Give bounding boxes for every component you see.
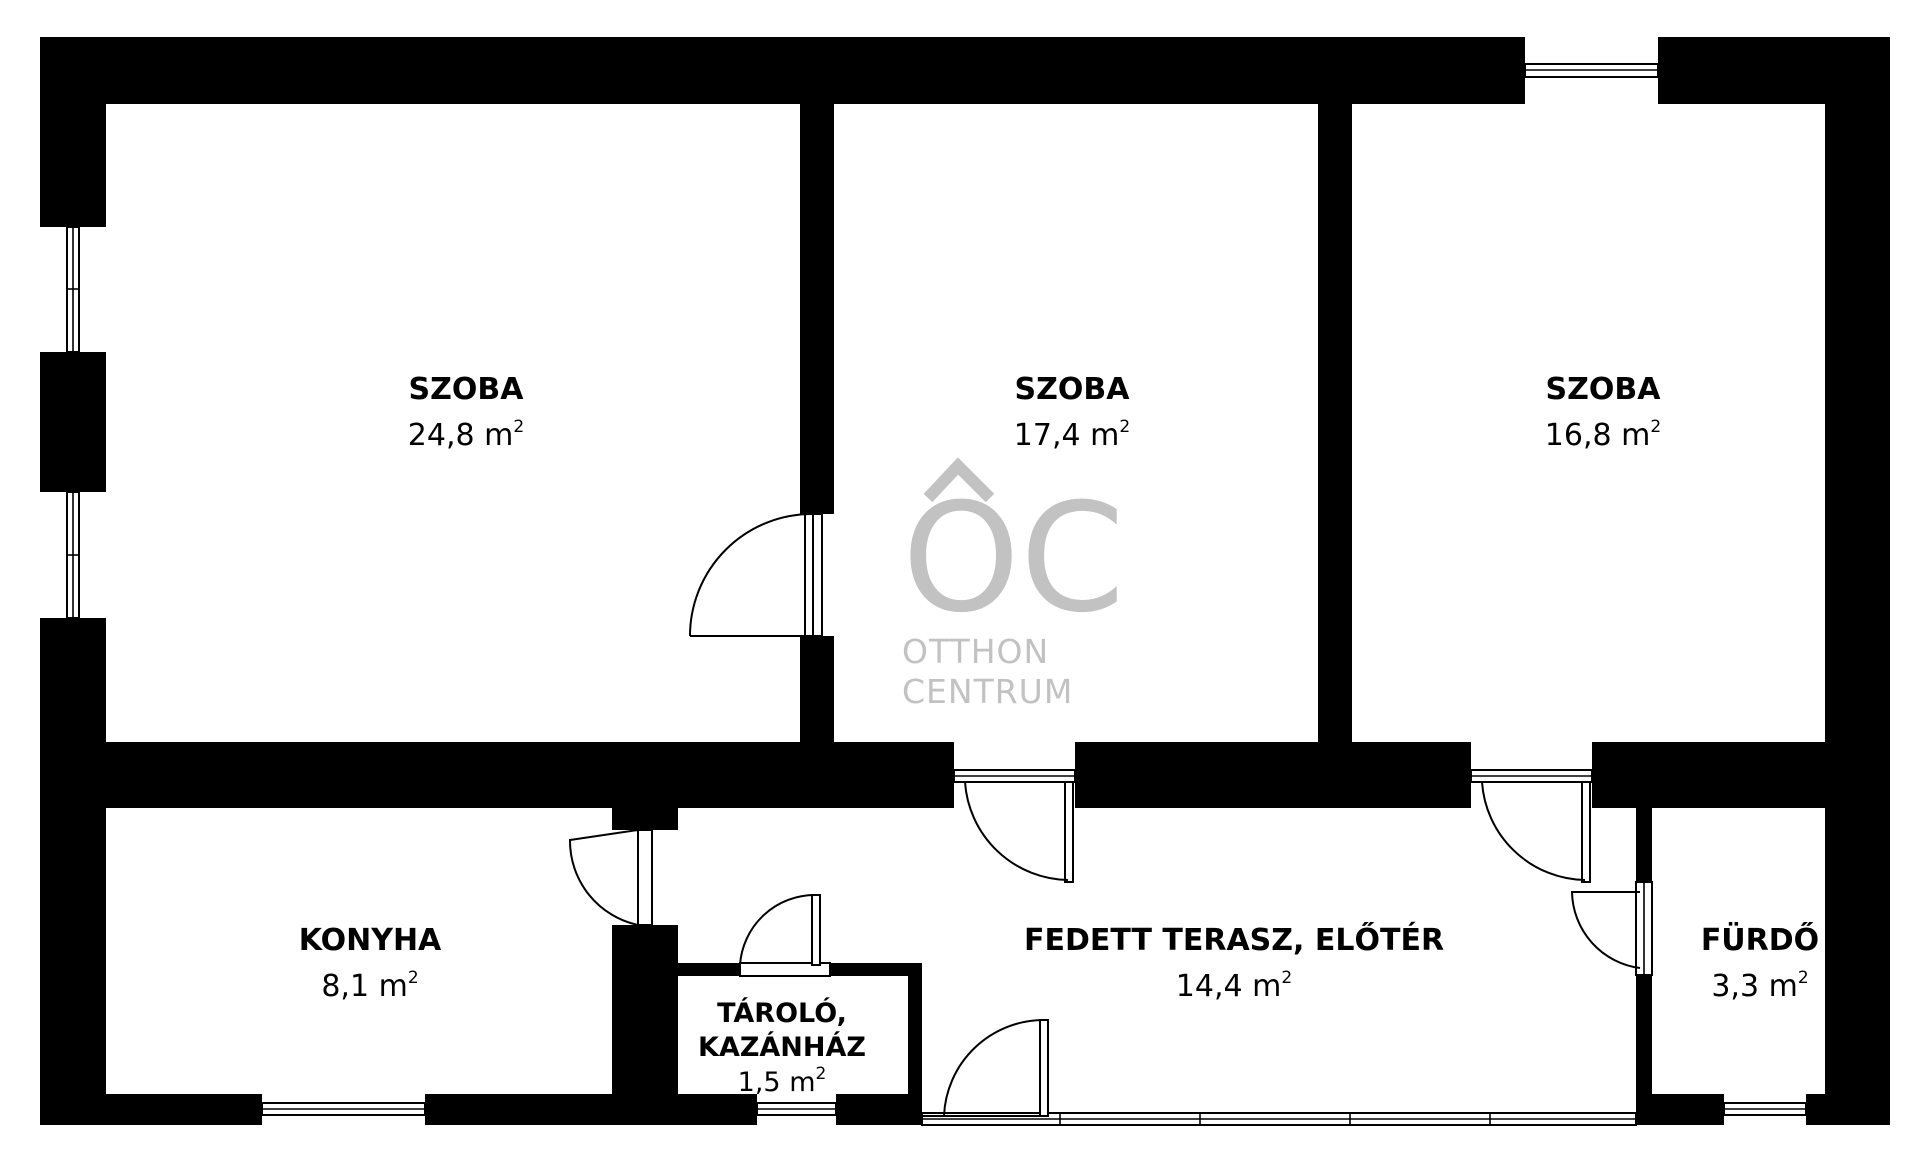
- wall-bath-lower: [1636, 975, 1652, 1125]
- room-terasz-name: FEDETT TERASZ, ELŐTÉR: [1024, 921, 1444, 958]
- walls: [40, 37, 1890, 1125]
- wall-bath-upper: [1636, 808, 1652, 882]
- window-terrace: [921, 1112, 1637, 1126]
- room-szoba-3-name: SZOBA: [1546, 372, 1662, 407]
- window-bathroom: [1723, 1102, 1807, 1116]
- window-left-upper: [66, 226, 80, 353]
- room-furdo-name: FÜRDŐ: [1701, 921, 1819, 958]
- wall-room1-room2-lower: [800, 636, 834, 742]
- room-szoba-1-area: 24,8 m2: [408, 417, 524, 453]
- wall-kitchen-stub: [612, 808, 678, 830]
- wall-left-3: [40, 618, 106, 1125]
- wall-right: [1825, 37, 1890, 1125]
- wall-room1-room2-upper: [800, 104, 834, 514]
- windows: [66, 63, 1807, 1126]
- door-bathroom: [1570, 881, 1653, 976]
- room-szoba-3-area: 16,8 m2: [1545, 417, 1661, 453]
- door-kitchen: [568, 829, 653, 926]
- wall-room2-room3: [1318, 104, 1352, 742]
- door-storage: [739, 893, 831, 977]
- door-entrance: [922, 1018, 1049, 1117]
- wall-left-1: [40, 37, 106, 227]
- room-tarolo-area: 1,5 m2: [738, 1064, 827, 1098]
- wall-bottom-3: [836, 1094, 922, 1125]
- window-storage: [756, 1102, 837, 1116]
- room-szoba-2-area: 17,4 m2: [1014, 417, 1130, 453]
- doors: [568, 513, 1653, 1117]
- room-labels: SZOBA 24,8 m2 SZOBA 17,4 m2 SZOBA 16,8 m…: [299, 372, 1819, 1098]
- window-left-lower: [66, 491, 80, 619]
- wall-middle-1: [40, 742, 954, 808]
- room-szoba-2-name: SZOBA: [1015, 372, 1131, 407]
- wall-bottom-2: [425, 1094, 757, 1125]
- room-szoba-1-name: SZOBA: [409, 372, 525, 407]
- wall-bottom-4: [1636, 1094, 1724, 1125]
- wall-top-left: [40, 37, 1525, 104]
- wall-bottom-5: [1806, 1094, 1890, 1125]
- room-terasz-area: 14,4 m2: [1176, 968, 1292, 1004]
- window-kitchen: [261, 1102, 426, 1116]
- wall-storage-right: [908, 963, 922, 1125]
- wall-bottom-1: [40, 1094, 262, 1125]
- logo-line1: OTTHON: [902, 632, 1049, 671]
- logo-mark: OC: [902, 472, 1125, 646]
- door-room2-terrace: [953, 769, 1076, 883]
- otthon-centrum-logo: OC OTTHON CENTRUM: [902, 457, 1125, 711]
- wall-storage-top-left: [612, 963, 740, 976]
- wall-storage-top-right: [830, 963, 922, 976]
- door-room3-terrace: [1470, 769, 1593, 883]
- window-top: [1524, 63, 1659, 78]
- wall-middle-2: [1075, 742, 1471, 808]
- room-furdo-area: 3,3 m2: [1711, 968, 1808, 1004]
- room-konyha-area: 8,1 m2: [321, 968, 418, 1004]
- door-room1-room2: [689, 513, 823, 637]
- room-tarolo-name-1: TÁROLÓ,: [717, 997, 847, 1029]
- logo-line2: CENTRUM: [902, 672, 1073, 711]
- room-konyha-name: KONYHA: [299, 923, 442, 958]
- wall-kitchen-lower: [612, 925, 678, 1125]
- room-tarolo-name-2: KAZÁNHÁZ: [698, 1031, 866, 1063]
- logo-chevron-icon: [923, 457, 995, 503]
- wall-middle-3: [1592, 742, 1890, 808]
- wall-left-2: [40, 352, 106, 492]
